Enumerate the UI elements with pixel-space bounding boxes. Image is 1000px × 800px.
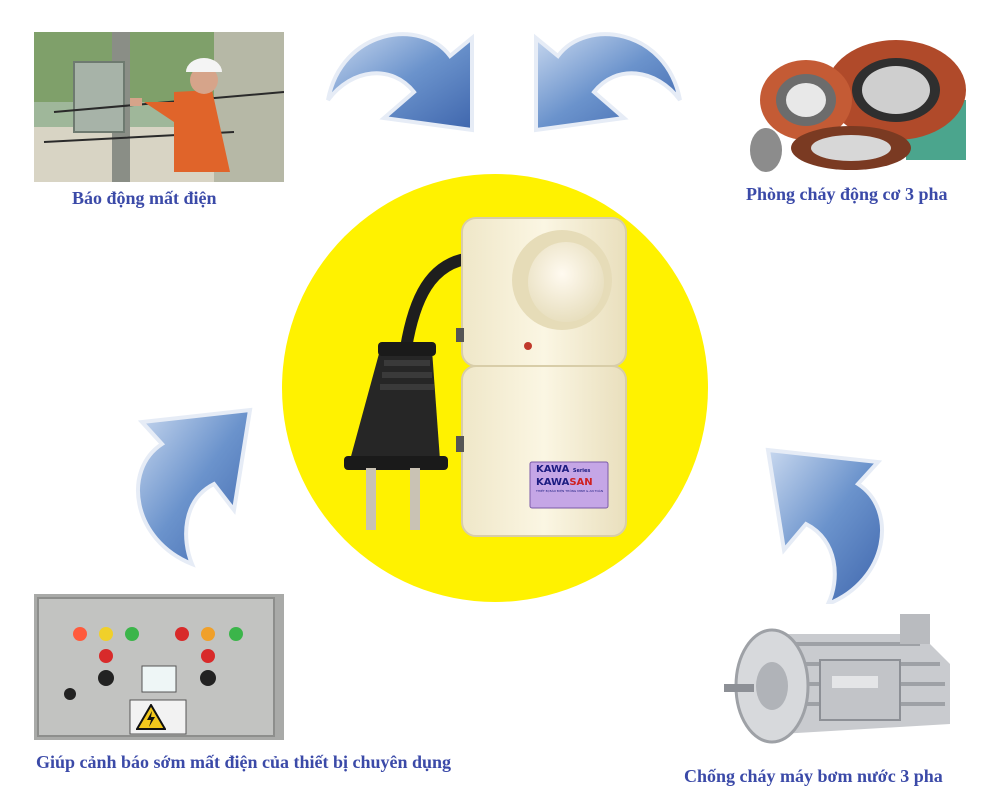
- device-series: Series: [572, 468, 591, 474]
- motor-stator-photo: [746, 30, 970, 176]
- device-brand: KAWA: [536, 464, 570, 475]
- caption-pump-fire-protection: Chống cháy máy bơm nước 3 pha: [684, 766, 943, 786]
- device-tagline: THIẾT BỊ BÁO ĐIỆN THÔNG MINH & AN TOÀN: [536, 489, 604, 493]
- pump-motor-photo: [720, 604, 970, 754]
- caption-power-outage: Báo động mất điện: [72, 188, 217, 208]
- curved-arrow-icon: [534, 32, 682, 133]
- device-image: [344, 217, 627, 537]
- caption-early-warning: Giúp cảnh báo sớm mất điện của thiết bị …: [36, 752, 452, 772]
- curved-arrow-icon: [136, 407, 253, 568]
- control-panel-photo: [34, 594, 284, 740]
- device-brand-a: KAWA: [536, 477, 570, 488]
- warning-lightning-icon: [136, 704, 166, 730]
- power-outage-photo: [34, 32, 284, 182]
- caption-motor-fire-protection: Phòng cháy động cơ 3 pha: [746, 184, 948, 204]
- device-brand-b: SAN: [569, 477, 593, 488]
- device-label: KAWA Series KAWASAN THIẾT BỊ BÁO ĐIỆN TH…: [532, 464, 608, 508]
- curved-arrow-icon: [765, 447, 884, 608]
- curved-arrow-icon: [326, 32, 474, 133]
